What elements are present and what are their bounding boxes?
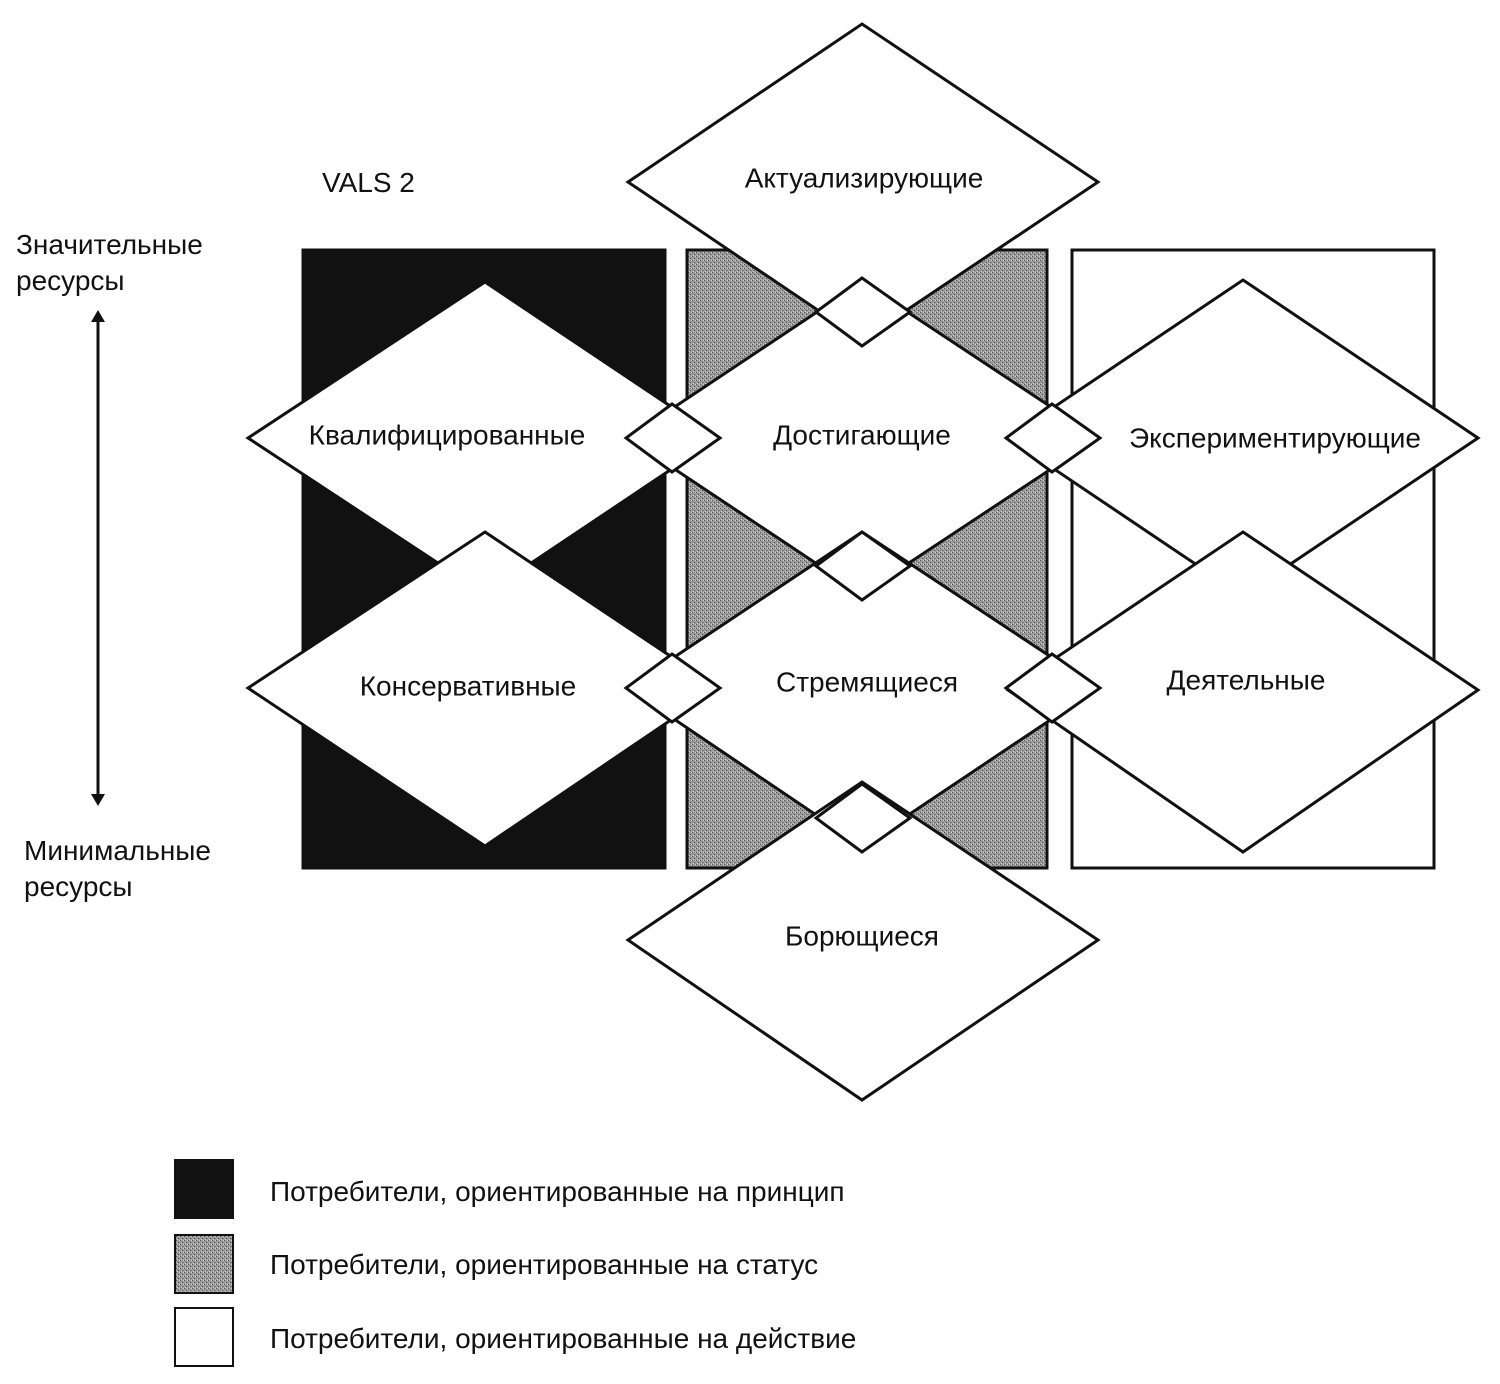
connector-diamond	[623, 402, 723, 474]
connector-diamond	[1003, 652, 1103, 724]
legend-swatch-principle	[174, 1159, 234, 1219]
makers-diamond	[1005, 530, 1481, 854]
legend: Потребители, ориентированные на принцип …	[174, 1159, 856, 1367]
connector-diamond	[813, 530, 913, 602]
axis-top-label-line1: Значительные	[16, 229, 203, 260]
segment-label-strivers: Стремящиеся	[776, 666, 958, 697]
axis-bottom-label-line2: ресурсы	[24, 871, 133, 902]
axis-top-label-line2: ресурсы	[16, 265, 125, 296]
segment-label-achievers: Достигающие	[773, 419, 951, 450]
strugglers-diamond	[625, 780, 1101, 1102]
believers-diamond	[245, 530, 721, 848]
legend-label-status: Потребители, ориентированные на статус	[270, 1249, 818, 1280]
connector-diamond	[623, 652, 723, 724]
segment-label-believers: Консервативные	[360, 670, 577, 701]
segment-label-fulfilleds: Квалифицированные	[309, 419, 586, 450]
diagram-title: VALS 2	[322, 167, 415, 198]
segment-label-experiencers: Экспериментирующие	[1129, 422, 1421, 453]
legend-label-action: Потребители, ориентированные на действие	[270, 1323, 856, 1354]
legend-swatch-status	[174, 1234, 234, 1294]
segment-label-strugglers: Борющиеся	[785, 920, 939, 951]
segment-label-makers: Деятельные	[1167, 664, 1326, 695]
segment-label-actualizers: Актуализирующие	[745, 162, 984, 193]
legend-swatch-action	[174, 1307, 234, 1367]
connector-diamond	[813, 782, 913, 854]
connector-diamond	[1003, 402, 1103, 474]
axis-bottom-label-line1: Минимальные	[24, 835, 211, 866]
connector-diamond	[813, 276, 913, 348]
legend-label-principle: Потребители, ориентированные на принцип	[270, 1176, 845, 1207]
